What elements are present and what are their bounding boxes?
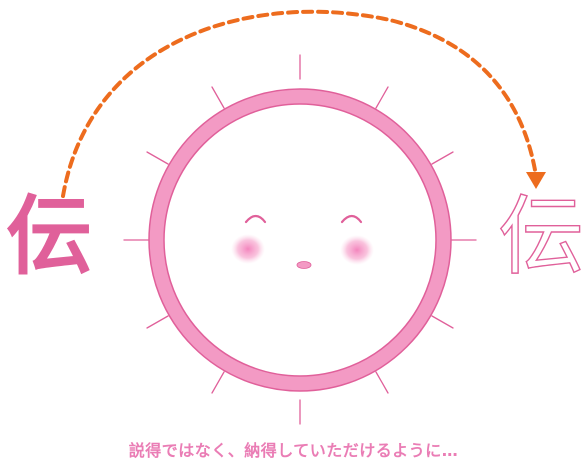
mouth <box>296 261 312 269</box>
right-cheek <box>340 235 374 265</box>
sun-face-disc <box>163 103 437 377</box>
dashed-curved-arrow <box>61 9 537 198</box>
left-character: 伝 <box>6 187 92 287</box>
sun-rays <box>123 54 477 425</box>
left-eye <box>244 214 267 224</box>
left-cheek <box>231 234 265 264</box>
right-eye <box>340 214 363 224</box>
sun-face <box>231 214 374 269</box>
right-character-outlined: 伝 <box>497 187 584 287</box>
caption: 説得ではなく、納得していただけるように… <box>128 441 459 460</box>
arrow-head <box>526 172 546 189</box>
